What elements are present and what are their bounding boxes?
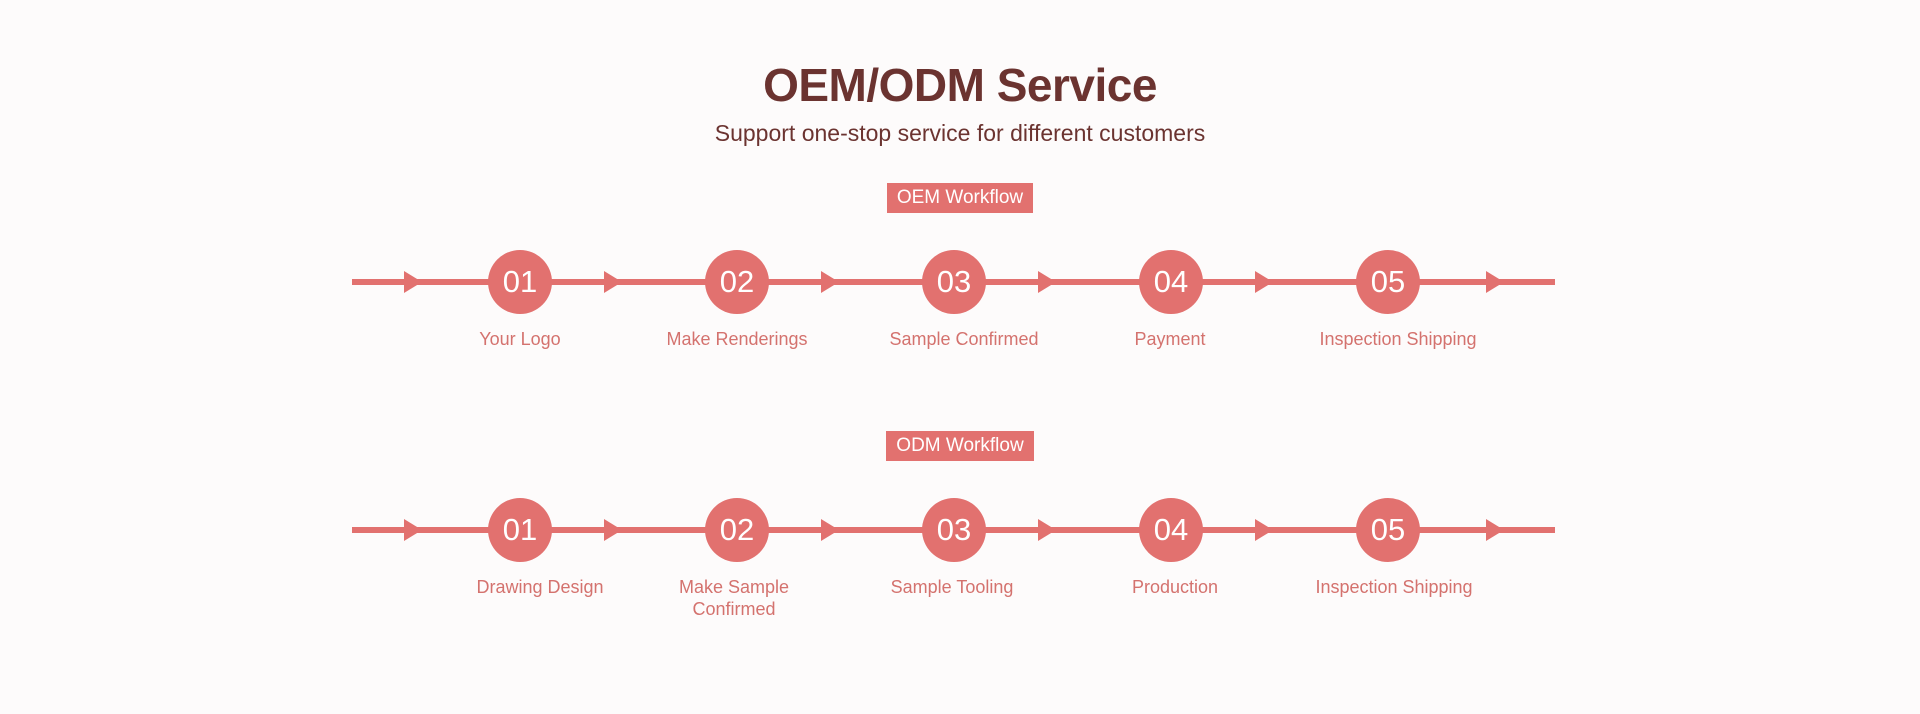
oem-step-node-5[interactable]: 05 <box>1356 250 1420 314</box>
oem-step-label-3: Sample Confirmed <box>889 329 1039 349</box>
odm-step-label-3: Sample Tooling <box>890 577 1014 597</box>
oem-labels-row: Your Logo Make Renderings Sample Confirm… <box>0 328 1920 382</box>
odm-step-label-2: Make Sample Confirmed <box>678 577 790 619</box>
oem-step-node-1[interactable]: 01 <box>488 250 552 314</box>
oem-step-label-5: Inspection Shipping <box>1319 329 1477 349</box>
odm-step-node-3[interactable]: 03 <box>922 498 986 562</box>
oem-step-label-2: Make Renderings <box>666 329 808 349</box>
odm-step-node-2[interactable]: 02 <box>705 498 769 562</box>
odm-labels-row: Drawing Design Make Sample Confirmed Sam… <box>0 576 1920 630</box>
oem-step-node-2[interactable]: 02 <box>705 250 769 314</box>
odm-badge-row: ODM Workflow <box>0 431 1920 461</box>
oem-rail-end-arrow-icon <box>1486 271 1504 293</box>
oem-arrow-icon-1 <box>604 271 622 293</box>
odm-workflow-badge: ODM Workflow <box>886 431 1034 461</box>
oem-arrow-icon-3 <box>1038 271 1056 293</box>
odm-step-label-4: Production <box>1131 577 1219 597</box>
oem-step-label-4: Payment <box>1134 329 1206 349</box>
oem-timeline: 01 02 03 04 05 <box>0 250 1920 314</box>
oem-badge-row: OEM Workflow <box>0 183 1920 213</box>
oem-step-node-3[interactable]: 03 <box>922 250 986 314</box>
page-subtitle: Support one-stop service for different c… <box>714 120 1206 146</box>
odm-step-label-5: Inspection Shipping <box>1315 577 1473 597</box>
odm-step-node-1[interactable]: 01 <box>488 498 552 562</box>
odm-arrow-icon-1 <box>604 519 622 541</box>
oem-workflow-section: OEM Workflow 01 02 03 04 05 Your Logo Ma… <box>0 183 1920 382</box>
oem-arrow-icon-2 <box>821 271 839 293</box>
page-header: OEM/ODM Service Support one-stop service… <box>0 62 1920 145</box>
odm-arrow-icon-3 <box>1038 519 1056 541</box>
odm-rail-end-arrow-icon <box>1486 519 1504 541</box>
page-title: OEM/ODM Service <box>763 59 1157 111</box>
odm-step-node-4[interactable]: 04 <box>1139 498 1203 562</box>
oem-workflow-badge: OEM Workflow <box>886 183 1034 213</box>
oem-arrow-icon-4 <box>1255 271 1273 293</box>
odm-rail-start-arrow-icon <box>404 519 422 541</box>
oem-step-label-1: Your Logo <box>479 329 561 349</box>
odm-arrow-icon-4 <box>1255 519 1273 541</box>
odm-step-label-1: Drawing Design <box>476 577 604 597</box>
odm-arrow-icon-2 <box>821 519 839 541</box>
odm-timeline: 01 02 03 04 05 <box>0 498 1920 562</box>
oem-rail-start-arrow-icon <box>404 271 422 293</box>
odm-workflow-section: ODM Workflow 01 02 03 04 05 Drawing Desi… <box>0 431 1920 630</box>
oem-step-node-4[interactable]: 04 <box>1139 250 1203 314</box>
odm-step-node-5[interactable]: 05 <box>1356 498 1420 562</box>
